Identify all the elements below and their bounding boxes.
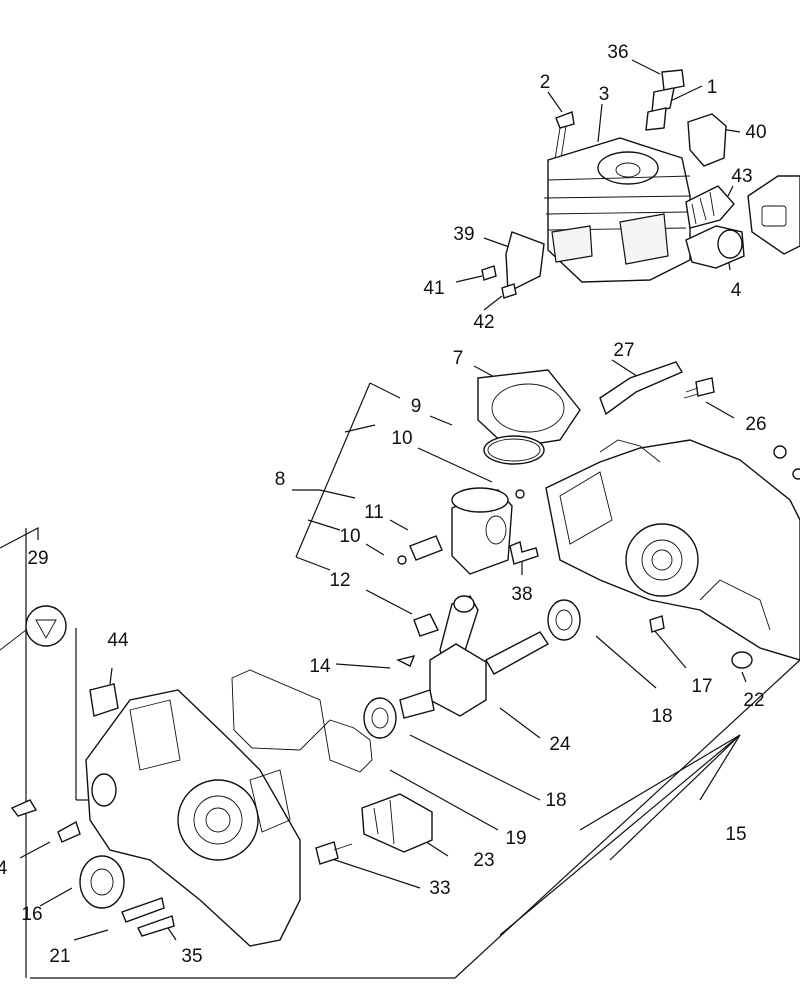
label-17: 17 <box>691 676 712 697</box>
label-14: 14 <box>309 656 331 677</box>
label-12: 12 <box>329 570 350 591</box>
label-35: 35 <box>181 946 202 967</box>
label-22: 22 <box>743 690 764 711</box>
label-33: 33 <box>429 878 450 899</box>
label-1: 1 <box>707 77 718 98</box>
bracket-lines <box>0 382 800 979</box>
label-23: 23 <box>473 850 494 871</box>
label-18a: 18 <box>651 706 672 727</box>
label-4b: 4 <box>0 858 8 879</box>
cylinder-assembly <box>481 69 800 299</box>
label-3: 3 <box>599 84 610 105</box>
label-2: 2 <box>540 72 551 93</box>
label-10b: 10 <box>339 526 360 547</box>
label-19: 19 <box>505 828 526 849</box>
label-26: 26 <box>745 414 766 435</box>
label-43: 43 <box>731 166 752 187</box>
label-27: 27 <box>613 340 634 361</box>
label-41: 41 <box>423 278 444 299</box>
left-crankcase <box>0 605 433 947</box>
label-18b: 18 <box>545 790 566 811</box>
label-9: 9 <box>411 396 422 417</box>
label-42: 42 <box>473 312 494 333</box>
label-44: 44 <box>107 630 129 651</box>
label-24: 24 <box>549 734 571 755</box>
label-36: 36 <box>607 42 628 63</box>
label-16: 16 <box>21 904 42 925</box>
label-8: 8 <box>275 469 286 490</box>
label-40: 40 <box>745 122 766 143</box>
label-7: 7 <box>453 348 464 369</box>
label-4a: 4 <box>731 280 742 301</box>
label-29: 29 <box>27 548 48 569</box>
label-10a: 10 <box>391 428 412 449</box>
label-11: 11 <box>364 502 384 523</box>
label-39: 39 <box>453 224 474 245</box>
part-labels: 36 1 2 3 40 43 39 41 4 42 7 27 9 26 10 8… <box>0 42 767 967</box>
label-38: 38 <box>511 584 532 605</box>
piston-assembly <box>363 369 581 739</box>
label-15: 15 <box>725 824 746 845</box>
right-crankcase <box>545 361 800 669</box>
leader-lines <box>19 59 747 941</box>
label-21: 21 <box>49 946 70 967</box>
